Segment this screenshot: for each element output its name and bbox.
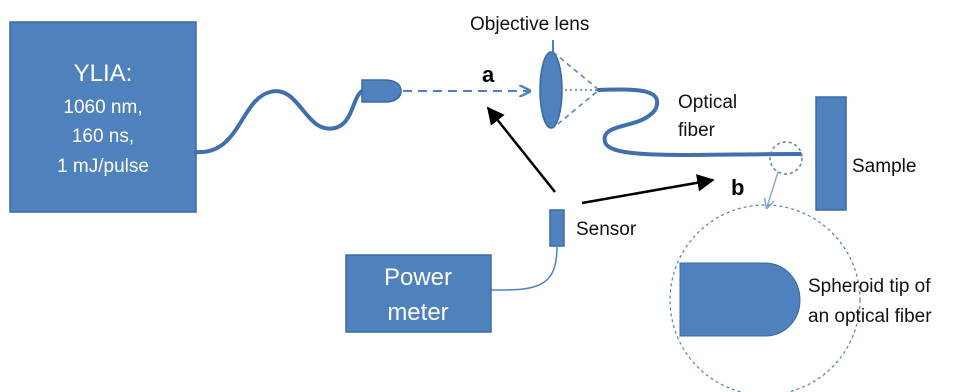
sensor-cable	[491, 245, 558, 291]
laser-name: YLIA:	[74, 60, 133, 87]
focus-cone	[552, 51, 601, 129]
optical-fiber-label-2: fiber	[678, 120, 716, 141]
power-meter	[345, 254, 492, 333]
arrow-to-position-a	[486, 106, 556, 193]
objective-lens-label: Objective lens	[470, 14, 589, 35]
sample-label: Sample	[852, 156, 916, 177]
tip-label-1: Spheroid tip of	[808, 276, 931, 297]
objective-lens	[539, 51, 563, 129]
sample	[815, 96, 847, 211]
fiber-tip-highlight	[769, 141, 803, 175]
laser-wavelength: 1060 nm,	[63, 97, 142, 118]
optical-fiber-label-1: Optical	[678, 92, 737, 113]
spheroid-tip	[679, 262, 801, 337]
position-b-label: b	[731, 175, 744, 200]
optical-fiber	[597, 87, 802, 157]
tip-label-2: an optical fiber	[808, 306, 932, 327]
power-meter-label-1: Power	[384, 264, 452, 291]
zoom-circle	[669, 204, 861, 392]
power-meter-label-2: meter	[387, 299, 448, 326]
arrow-to-position-b	[581, 174, 715, 205]
sensor-label: Sensor	[576, 219, 637, 240]
position-a-label: a	[482, 62, 495, 87]
laser-energy: 1 mJ/pulse	[57, 156, 149, 177]
collimator	[361, 79, 402, 103]
sensor	[549, 209, 565, 247]
zoom-pointer	[767, 171, 779, 207]
laser-pulse-width: 160 ns,	[72, 126, 134, 147]
laser-box	[9, 21, 197, 213]
fiber-laser-to-collimator	[194, 88, 367, 155]
